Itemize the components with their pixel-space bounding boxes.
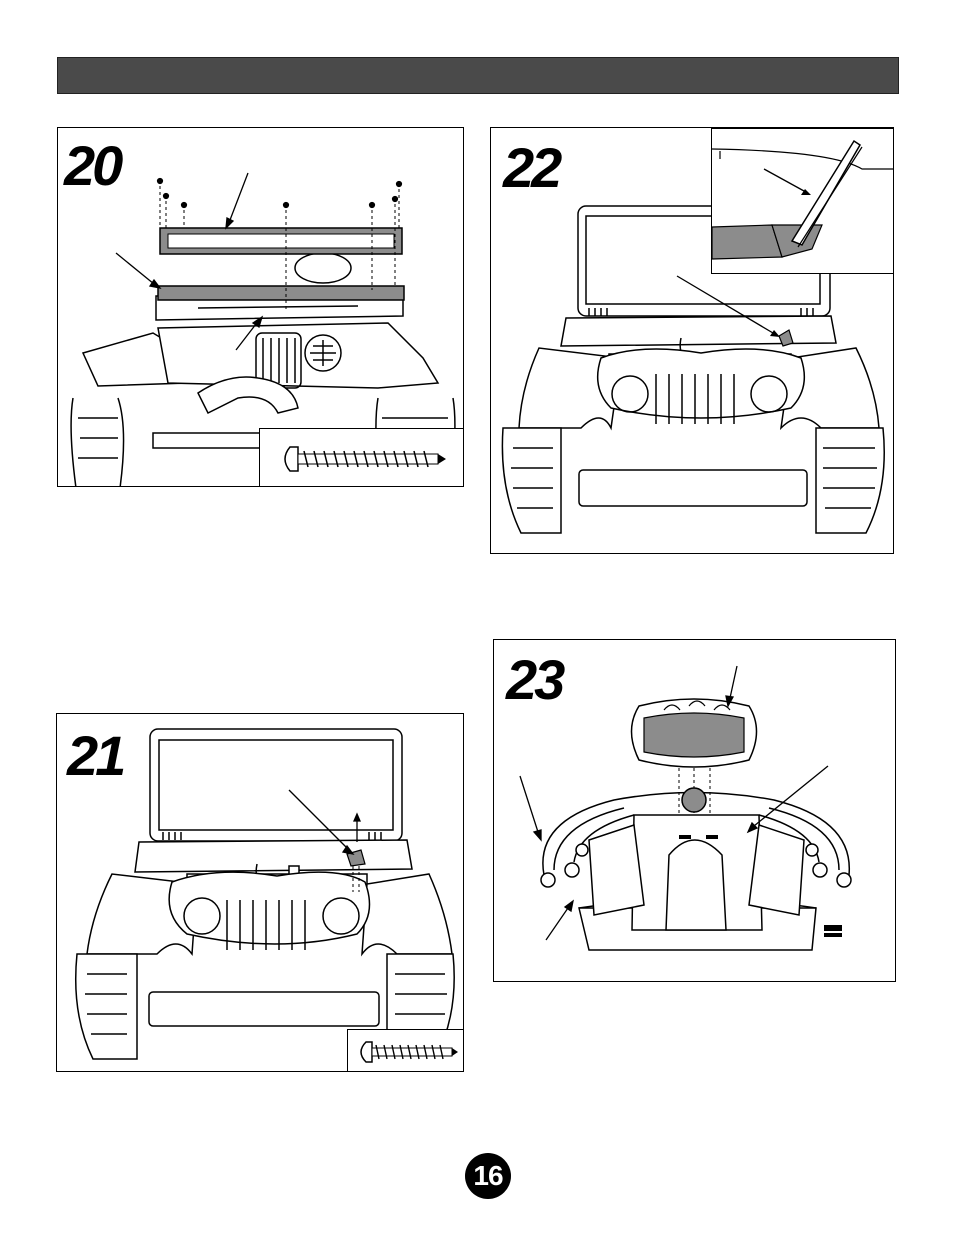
screw-icon	[348, 1030, 464, 1072]
step-21-panel: 21	[56, 713, 464, 1072]
step-21-number: 21	[67, 728, 123, 784]
step-20-number: 20	[64, 138, 120, 194]
step-21-screw-inset	[347, 1029, 464, 1072]
step-20-screw-inset	[259, 428, 464, 487]
step-23-number: 23	[506, 652, 562, 708]
hood-latch-icon	[712, 129, 894, 275]
header-bar	[57, 57, 899, 94]
step-23-panel: 23	[493, 639, 896, 982]
page-number-badge: 16	[465, 1153, 511, 1199]
step-20-panel: 20	[57, 127, 464, 487]
step-22-number: 22	[503, 140, 559, 196]
screw-icon	[260, 429, 464, 487]
step-22-panel: 22	[490, 127, 894, 554]
step-22-latch-inset	[711, 128, 894, 274]
